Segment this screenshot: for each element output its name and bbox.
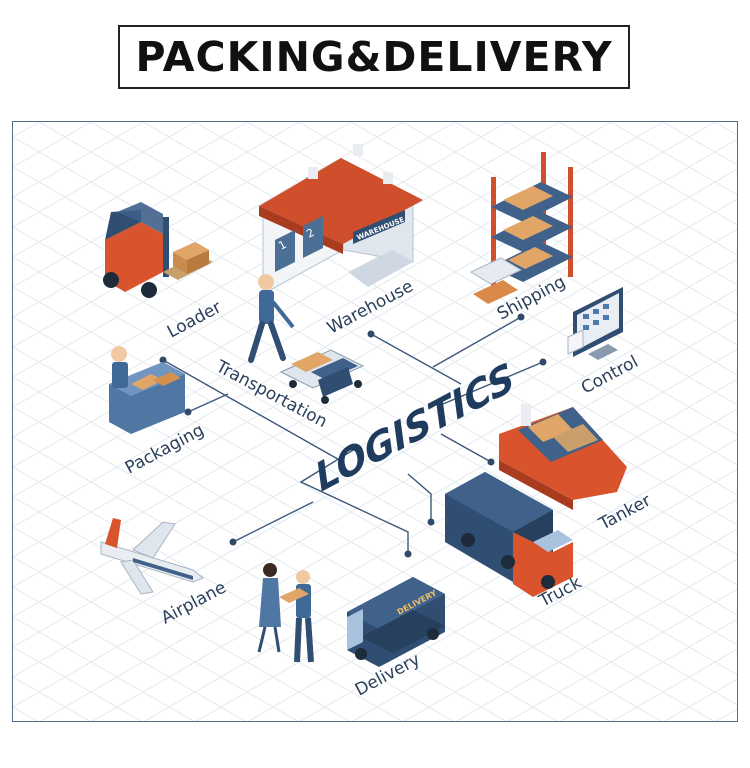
- title-box: PACKING&DELIVERY: [118, 25, 630, 89]
- page-title: PACKING&DELIVERY: [135, 33, 612, 81]
- logistics-diagram-panel: LOGISTICS Loader: [12, 121, 738, 722]
- logistics-diagram: LOGISTICS Loader: [13, 122, 738, 722]
